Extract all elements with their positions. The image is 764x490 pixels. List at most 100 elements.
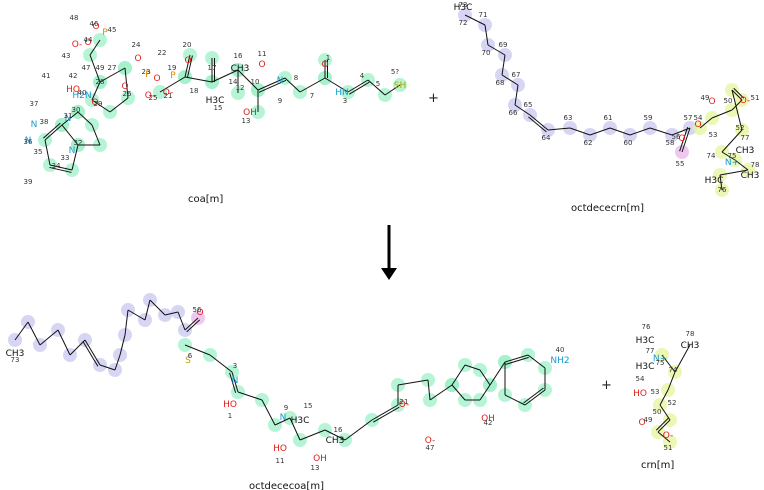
atom-symbol: O — [638, 418, 645, 428]
atom-number: 19 — [168, 64, 177, 72]
atom-symbol: HN — [335, 88, 349, 98]
bond — [721, 151, 736, 161]
atom-symbol: O- — [145, 91, 156, 101]
atom-symbol: O — [134, 54, 141, 64]
atom-number: 13 — [242, 117, 251, 125]
molecule-name-crn: crn[m] — [641, 460, 674, 471]
atom-symbol: O — [708, 97, 715, 107]
bond — [14, 321, 29, 341]
double-bond — [349, 81, 370, 95]
atom-symbol: OH — [481, 414, 495, 424]
atom-symbol: N — [277, 76, 284, 86]
bond — [484, 24, 489, 46]
atom-number: 47 — [426, 444, 435, 452]
atom-number: 1 — [326, 54, 330, 62]
bond — [99, 67, 126, 83]
bond — [44, 124, 63, 141]
bond — [674, 344, 691, 373]
bond-layer — [14, 14, 749, 443]
atom-number: 28 — [96, 78, 105, 86]
bond — [69, 339, 86, 356]
atom-symbol: OH — [243, 108, 257, 118]
bond — [464, 14, 486, 26]
atom-symbol: H3C — [636, 336, 655, 346]
atom-number: 9 — [284, 404, 288, 412]
atom-number: 59 — [644, 114, 653, 122]
atom-symbol: OH — [313, 454, 327, 464]
bond — [211, 69, 239, 83]
atom-number: 12 — [236, 84, 245, 92]
bond — [177, 311, 186, 331]
bond — [164, 311, 179, 316]
atom-number: 72 — [459, 19, 468, 27]
bond — [451, 364, 466, 386]
atom-number: 9 — [278, 97, 282, 105]
bond — [299, 429, 326, 441]
atom-symbol: HO — [223, 400, 237, 410]
bond — [529, 114, 549, 131]
bond — [501, 74, 519, 86]
bond — [489, 361, 506, 386]
bond — [657, 419, 671, 433]
atom-number: 26 — [123, 90, 132, 98]
atom-symbol: CH3 — [6, 349, 25, 359]
bond — [427, 379, 431, 401]
bond — [629, 127, 651, 136]
bond — [659, 389, 669, 406]
atom-symbol: N — [69, 146, 76, 156]
atom-symbol: O- — [163, 88, 174, 98]
bond — [184, 76, 213, 83]
bond — [527, 354, 546, 369]
atom-number: 53 — [651, 388, 660, 396]
bond — [89, 39, 101, 56]
atom-symbol: O — [196, 308, 203, 318]
atom-number: 47 — [82, 64, 91, 72]
atom-number: 75 — [656, 359, 665, 367]
bond — [719, 169, 749, 176]
atom-symbol: NH2 — [550, 356, 569, 366]
double-bond — [528, 116, 547, 133]
atom-symbol: P — [170, 71, 176, 81]
atom-number: 41 — [42, 72, 51, 80]
double-bond — [258, 79, 287, 93]
atom-number: 35 — [34, 148, 43, 156]
bond — [731, 99, 743, 111]
bond — [479, 384, 491, 401]
bond — [237, 391, 263, 401]
molecule-name-octdececrn: octdececrn[m] — [571, 203, 644, 214]
double-bond — [43, 122, 61, 139]
atom-number: 4 — [360, 72, 365, 80]
bond — [719, 174, 723, 191]
bond — [114, 354, 121, 371]
atom-number: 36 — [24, 138, 33, 146]
atom-symbol: N — [25, 136, 32, 146]
atom-number: 56 — [193, 306, 202, 314]
double-bond — [49, 166, 72, 173]
bond — [237, 69, 259, 91]
bond — [99, 364, 116, 371]
bond — [699, 117, 713, 129]
atom-number: 15 — [304, 402, 313, 410]
atom-number: 56 — [672, 133, 681, 141]
double-bond — [679, 127, 689, 152]
atom-symbol: O — [84, 38, 91, 48]
atom-symbol: O- — [740, 96, 751, 106]
atom-number: 5? — [391, 68, 399, 76]
atom-number: 18 — [190, 87, 199, 95]
atom-number: 69 — [499, 41, 508, 49]
atom-number: 7 — [310, 92, 314, 100]
atom-symbol: O- — [663, 431, 674, 441]
atom-number: 37 — [30, 100, 39, 108]
bond — [479, 369, 491, 386]
atom-symbol: N — [65, 114, 72, 124]
double-bond — [505, 356, 529, 365]
atom-symbol: O- — [399, 400, 410, 410]
bond — [649, 127, 673, 136]
bond — [159, 76, 186, 93]
bond — [257, 77, 286, 91]
atom-number: 15 — [214, 104, 223, 112]
atom-number: 20 — [183, 41, 192, 49]
double-bond — [186, 319, 201, 333]
atom-symbol: O — [694, 120, 701, 130]
bond — [569, 127, 591, 136]
